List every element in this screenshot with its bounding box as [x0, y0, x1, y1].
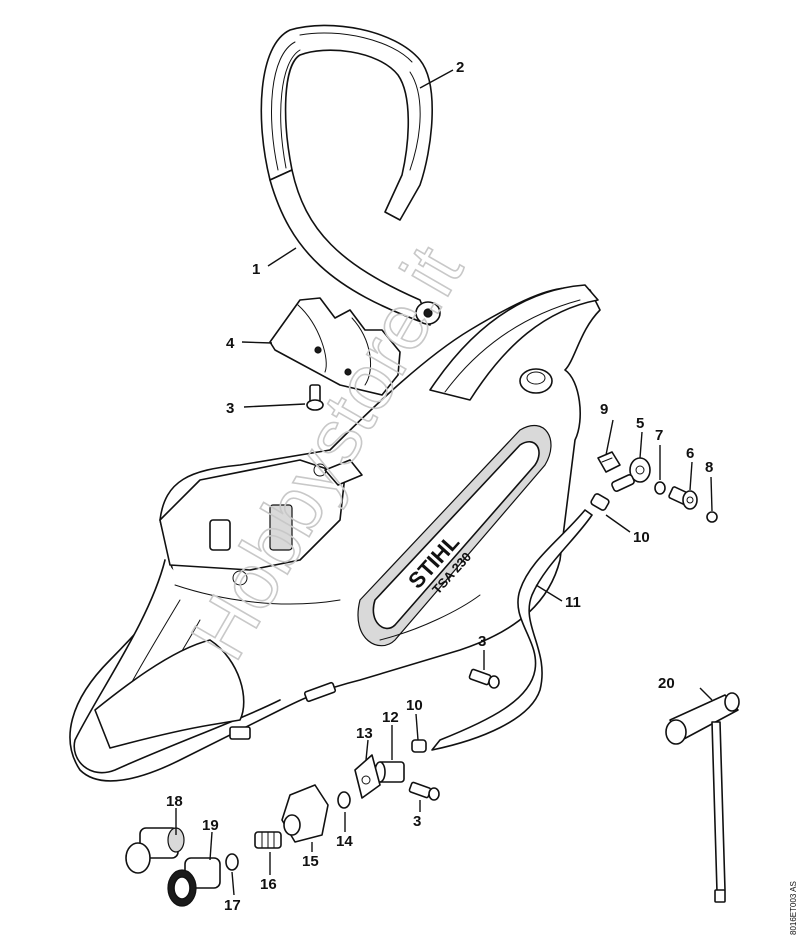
coupling-18 — [125, 827, 185, 874]
banjo-bolt-6 — [668, 486, 698, 510]
fitting-12 — [374, 761, 405, 783]
callout-18: 18 — [166, 793, 183, 810]
washer-14 — [337, 791, 351, 809]
screw-8 — [706, 511, 718, 523]
callout-12: 12 — [382, 709, 399, 726]
callout-3-middle: 3 — [478, 633, 486, 650]
drawing-code: 8016ET003 AS — [789, 881, 798, 935]
o-ring-17 — [225, 853, 239, 871]
screw-upper — [306, 384, 324, 411]
water-hose — [431, 509, 593, 751]
callout-2: 2 — [456, 59, 464, 76]
banjo-fitting-5 — [611, 457, 651, 492]
callout-14: 14 — [336, 833, 353, 850]
nut-9 — [597, 451, 621, 473]
callouts: 2 1 4 3 9 5 7 6 8 10 11 3 10 12 13 3 14 … — [166, 59, 713, 914]
screw-middle — [468, 668, 500, 689]
cut-off-saw-housing: STIHL TSA 230 — [69, 284, 601, 782]
callout-13: 13 — [356, 725, 373, 742]
callout-20: 20 — [658, 675, 675, 692]
callout-5: 5 — [636, 415, 644, 432]
callout-4: 4 — [226, 335, 235, 352]
coupling-nut-19 — [167, 857, 221, 907]
combination-wrench — [665, 692, 740, 903]
screw-lower — [408, 781, 440, 801]
callout-15: 15 — [302, 853, 319, 870]
callout-11: 11 — [565, 594, 581, 611]
callout-8: 8 — [705, 459, 713, 476]
callout-9: 9 — [600, 401, 608, 418]
callout-10-lower: 10 — [406, 697, 423, 714]
callout-3-upper: 3 — [226, 400, 234, 417]
nipple-16 — [254, 831, 282, 849]
clip-10-lower — [411, 739, 427, 753]
leader-lines — [175, 69, 713, 896]
valve-15 — [281, 784, 329, 843]
callout-3-lower: 3 — [413, 813, 421, 830]
bracket-13 — [354, 754, 381, 799]
callout-10-upper: 10 — [633, 529, 650, 546]
front-handle — [260, 24, 441, 326]
callout-6: 6 — [686, 445, 694, 462]
callout-19: 19 — [202, 817, 219, 834]
handle-clamp — [269, 297, 401, 396]
callout-7: 7 — [655, 427, 663, 444]
callout-17: 17 — [224, 897, 241, 914]
callout-16: 16 — [260, 876, 277, 893]
o-ring-7 — [654, 481, 666, 495]
callout-1: 1 — [252, 261, 260, 278]
connector-10-upper — [590, 493, 610, 511]
